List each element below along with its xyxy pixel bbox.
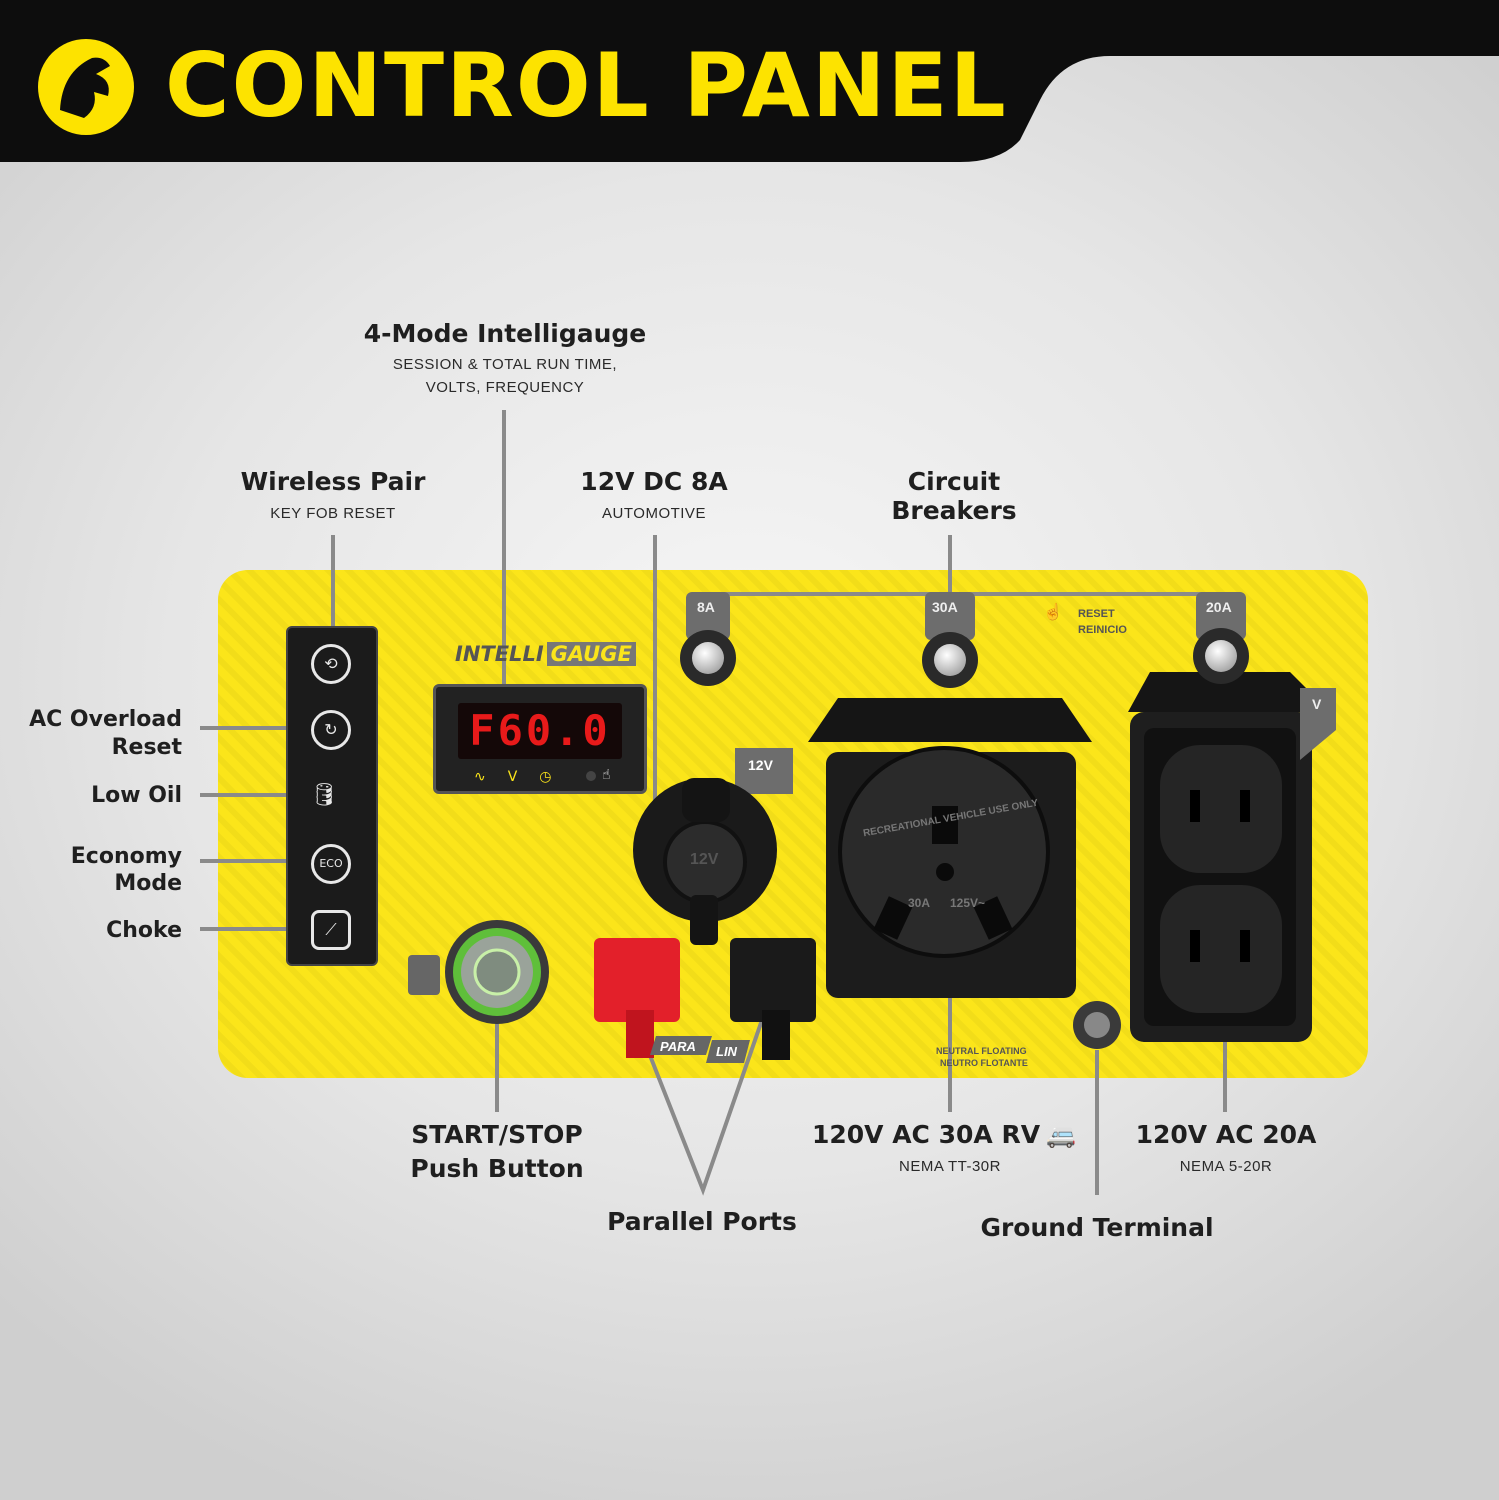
breaker-30a-label: 30A xyxy=(932,599,958,615)
reset-hand-icon: ☝ xyxy=(1043,604,1063,621)
ac20-sub: NEMA 5-20R xyxy=(1179,1158,1273,1175)
parallel-ports xyxy=(594,938,816,1063)
reset-label-es: REINICIO xyxy=(1078,624,1127,636)
intelligauge-title: 4-Mode Intelligauge xyxy=(363,319,647,348)
dc-socket-label: 12V xyxy=(690,851,719,868)
breaker-20a-button[interactable] xyxy=(1193,628,1249,684)
parallel-ports-label: Parallel Ports xyxy=(607,1207,797,1236)
dc-badge-label: 12V xyxy=(748,757,773,773)
breakers-line1: Circuit xyxy=(907,467,1001,496)
dc-12v-socket xyxy=(633,778,777,945)
breaker-8a-label: 8A xyxy=(697,599,715,615)
rv-sub: NEMA TT-30R xyxy=(899,1158,1001,1175)
start-stop-button xyxy=(408,920,549,1024)
parallel-leader xyxy=(634,1019,764,1196)
dc-sub: AUTOMOTIVE xyxy=(602,505,706,522)
breakers-line2: Breakers xyxy=(891,496,1017,525)
breaker-30a-button[interactable] xyxy=(922,632,978,688)
eco-label: ECO xyxy=(319,857,343,870)
low-oil-label: Low Oil xyxy=(91,783,182,808)
start-stop-line1: START/STOP xyxy=(411,1120,583,1149)
brand-gauge: GAUGE xyxy=(546,642,636,666)
ac-overload-line1: AC Overload xyxy=(29,707,182,732)
rv-title: 120V AC 30A RV xyxy=(811,1120,1041,1149)
intelligauge-sub1: SESSION & TOTAL RUN TIME, xyxy=(392,356,618,373)
economy-line2: Mode xyxy=(114,871,182,896)
ac-overload-reset-button[interactable]: ↻ xyxy=(311,710,351,750)
ac20-badge-label: V xyxy=(1312,696,1322,712)
gauge-mode-button[interactable]: ☝ xyxy=(602,767,611,783)
ac-20a-duplex-outlet xyxy=(1128,672,1330,1042)
choke-icon[interactable]: ⟋ xyxy=(311,910,351,950)
gauge-mode-icons: ∿V◷ xyxy=(474,769,574,785)
lin-label: LIN xyxy=(716,1044,737,1059)
wireless-pair-button[interactable]: ⟲ xyxy=(311,644,351,684)
page-title: CONTROL PANEL xyxy=(165,34,1008,137)
breaker-30a-tab xyxy=(925,592,975,640)
reset-label: RESET xyxy=(1078,608,1115,620)
ground-label: Ground Terminal xyxy=(980,1213,1214,1242)
button-strip: ⟲ ↻ 🛢 ECO ⟋ xyxy=(286,626,378,966)
choke-label: Choke xyxy=(106,918,182,943)
wireless-sub: KEY FOB RESET xyxy=(270,505,396,522)
economy-mode-button[interactable]: ECO xyxy=(311,844,351,884)
intelligauge-sub2: VOLTS, FREQUENCY xyxy=(425,379,585,396)
wireless-title: Wireless Pair xyxy=(240,467,426,496)
ac20-title: 120V AC 20A xyxy=(1135,1120,1317,1149)
display-readout: F60.0 xyxy=(458,703,622,759)
breaker-8a-tab xyxy=(686,592,730,640)
dc-badge-bg xyxy=(735,748,793,794)
ac-overload-line2: Reset xyxy=(111,735,182,760)
oil-can-icon: 🛢 xyxy=(310,783,338,808)
para-label: PARA xyxy=(660,1039,696,1054)
breaker-20a-tab xyxy=(1196,592,1246,640)
ac20-badge-bg xyxy=(1300,688,1336,760)
start-stop-line2: Push Button xyxy=(410,1154,584,1183)
dc-title: 12V DC 8A xyxy=(580,467,728,496)
economy-line1: Economy xyxy=(70,844,182,869)
champion-horse-logo-icon xyxy=(38,39,134,135)
rv-camper-icon: 🚐 xyxy=(1046,1121,1076,1149)
ground-terminal xyxy=(1073,1001,1121,1049)
breaker-8a-button[interactable] xyxy=(680,630,736,686)
rv-30a-outlet xyxy=(808,698,1092,998)
gauge-led xyxy=(586,771,596,781)
rv-rating-a: 30A xyxy=(908,896,931,910)
neutral-label-es: NEUTRO FLOTANTE xyxy=(940,1058,1028,1068)
header-bar xyxy=(0,0,1499,162)
brand-intelli: INTELLI xyxy=(455,642,544,666)
rv-rating-v: 125V~ xyxy=(950,896,986,910)
breaker-20a-label: 20A xyxy=(1206,599,1232,615)
intelligauge-display: F60.0 ∿V◷ ☝ xyxy=(433,684,647,794)
neutral-label: NEUTRAL FLOATING xyxy=(936,1046,1027,1056)
